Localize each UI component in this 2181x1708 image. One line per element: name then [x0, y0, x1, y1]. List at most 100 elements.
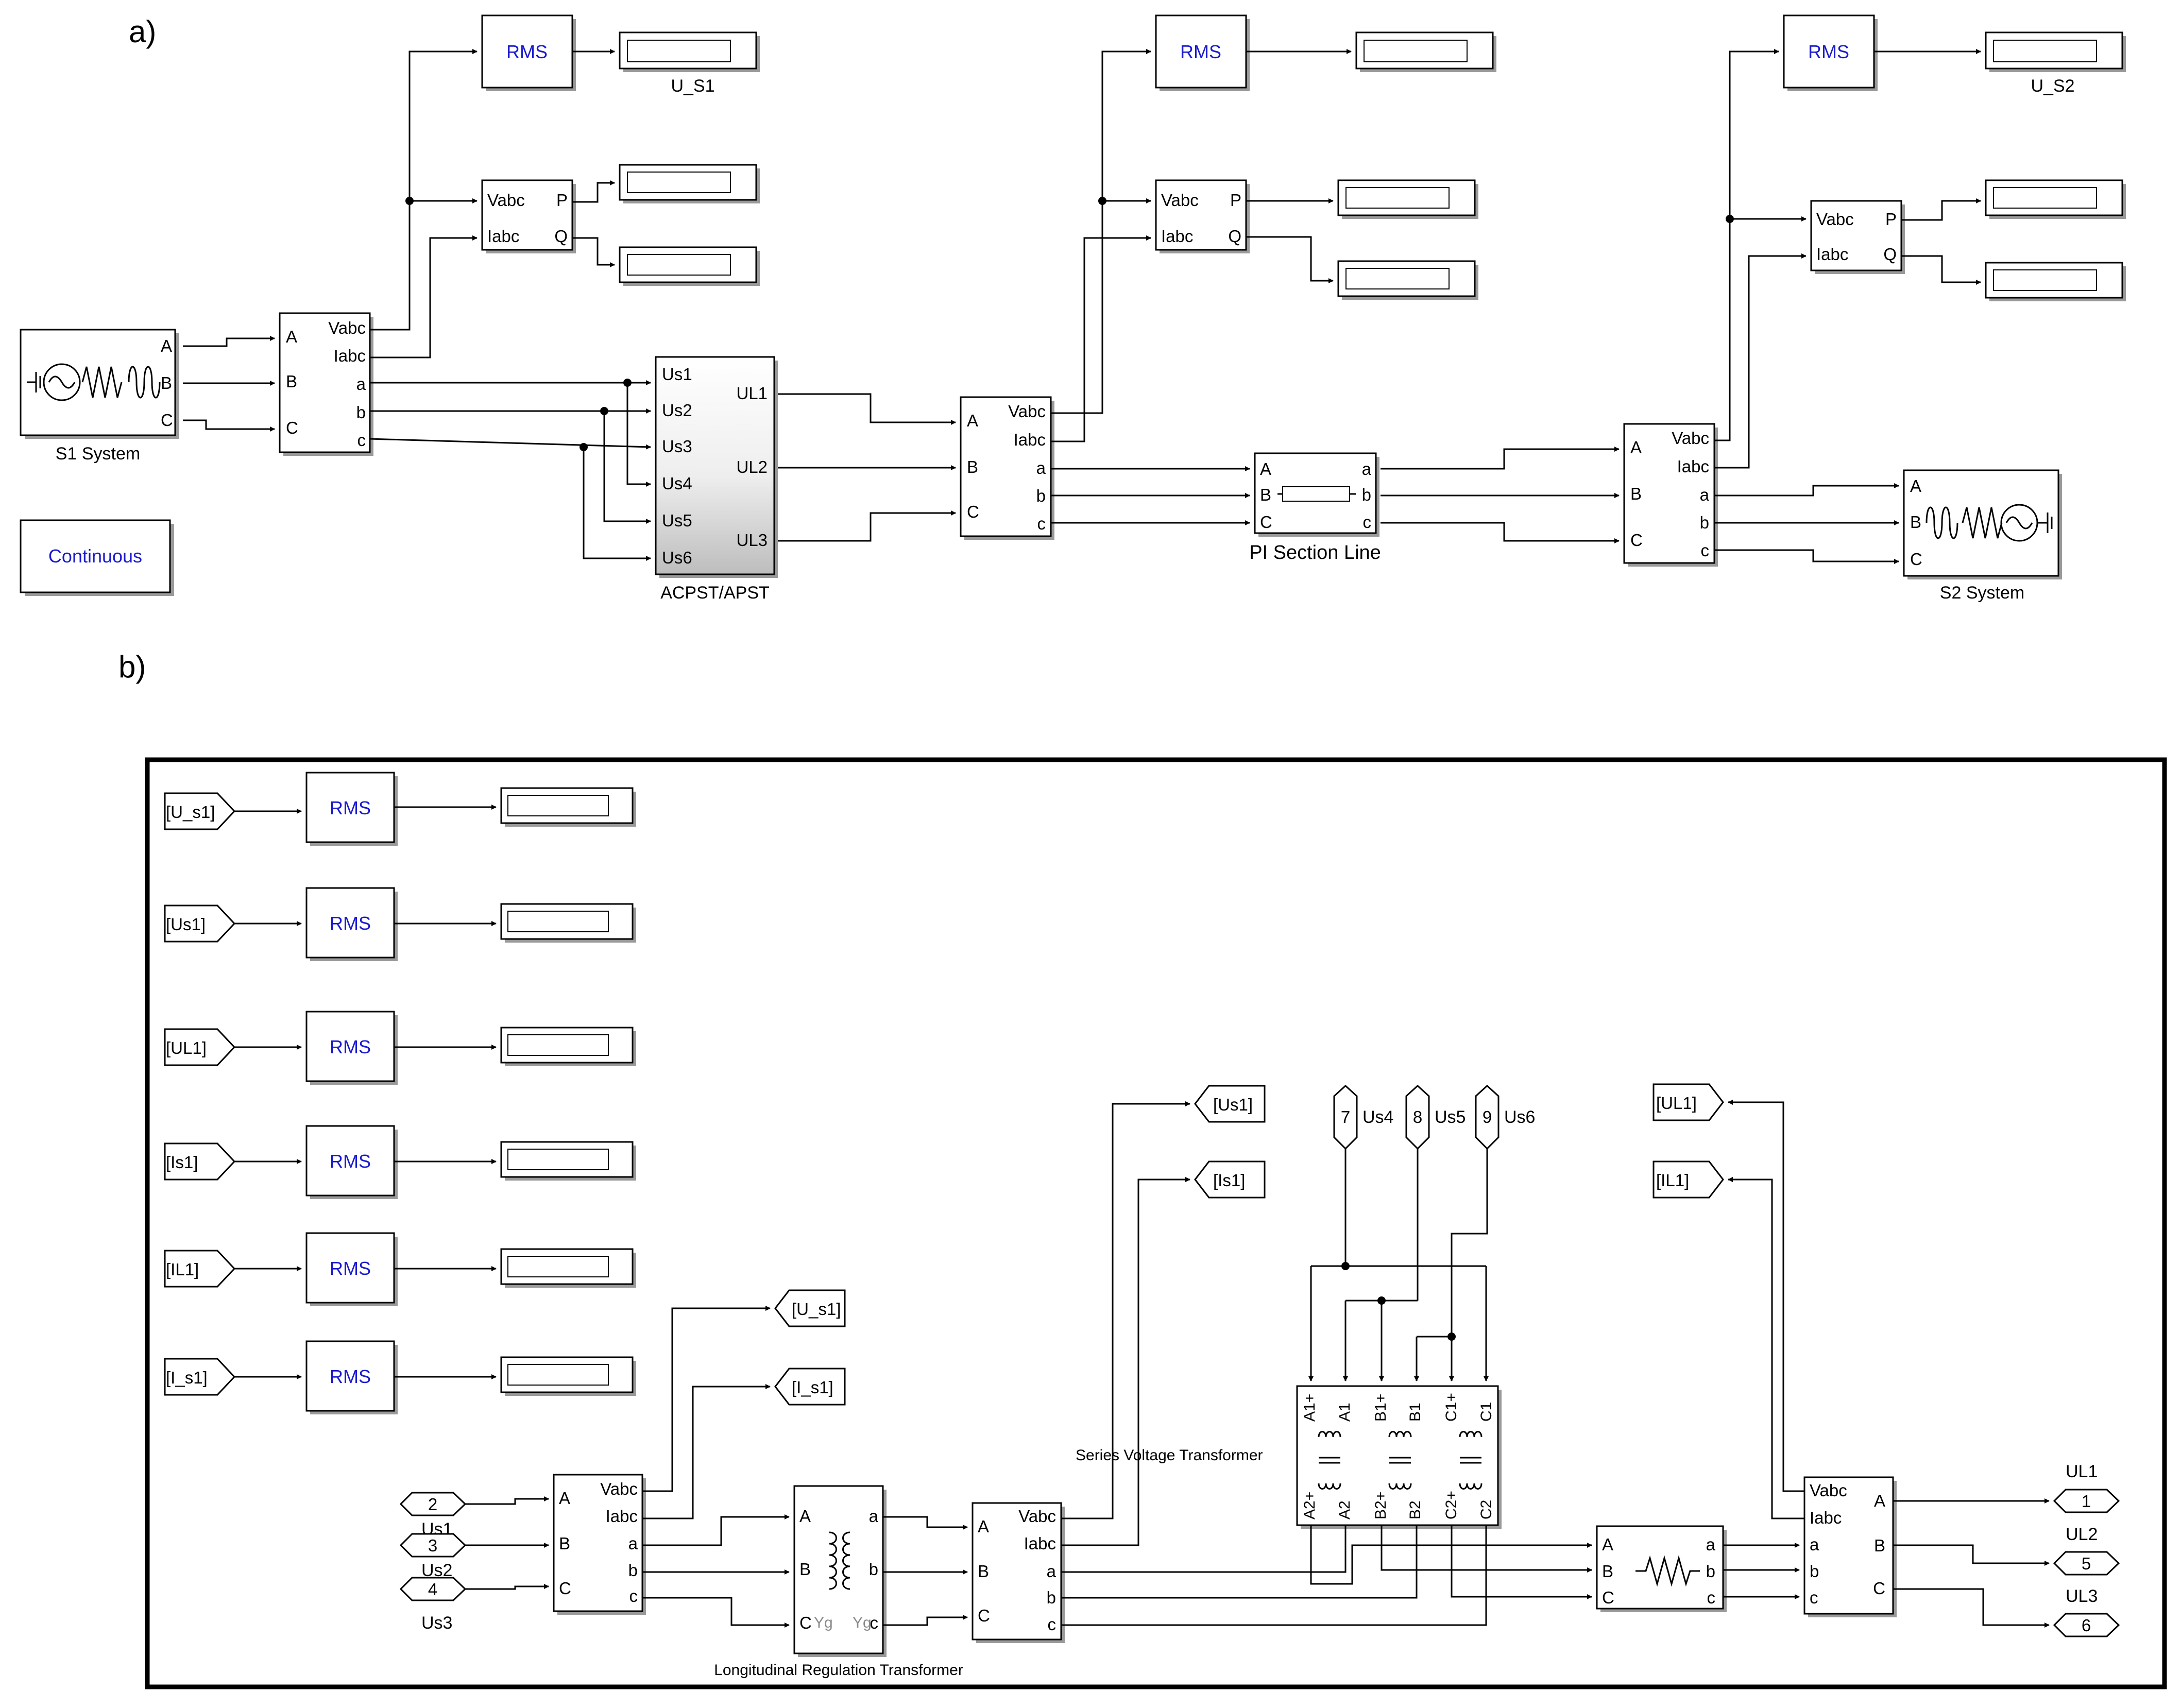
svg-text:[U_s1]: [U_s1]: [166, 802, 215, 822]
svg-text:b: b: [1706, 1562, 1715, 1581]
svg-text:UL3: UL3: [736, 531, 768, 550]
panel-a-tag: a): [129, 14, 156, 49]
outport-ul3-label: UL3: [2066, 1586, 2098, 1606]
inport-us4[interactable]: 7: [1333, 1084, 1358, 1150]
display-q-a1[interactable]: [619, 246, 760, 286]
svg-text:C: C: [1910, 550, 1922, 569]
outport-ul3[interactable]: 6: [2053, 1613, 2120, 1637]
from-tag-row-2[interactable]: [Us1]: [164, 904, 236, 943]
svg-text:a: a: [1047, 1562, 1057, 1581]
from-tag-row-1[interactable]: [U_s1]: [164, 792, 236, 830]
goto-il1[interactable]: [IL1]: [1652, 1160, 1724, 1199]
from-tag-row-5[interactable]: [IL1]: [164, 1250, 236, 1288]
longitudinal-transformer-block[interactable]: A B C a b c Yg Yg: [793, 1485, 887, 1657]
svg-text:Iabc: Iabc: [1677, 457, 1709, 476]
display-us2[interactable]: [1985, 31, 2126, 72]
svg-text:[Us1]: [Us1]: [1213, 1095, 1253, 1114]
svg-text:A: A: [1874, 1491, 1885, 1510]
svg-text:b: b: [628, 1561, 638, 1580]
svg-text:c: c: [1707, 1588, 1716, 1607]
from-tag-row-4[interactable]: [Is1]: [164, 1142, 236, 1181]
svg-text:Vabc: Vabc: [1810, 1481, 1847, 1500]
s2-system-block[interactable]: A B C: [1903, 469, 2062, 579]
goto-i-s1[interactable]: [I_s1]: [774, 1368, 846, 1406]
svg-text:6: 6: [2082, 1616, 2091, 1635]
svg-text:B: B: [1630, 484, 1642, 503]
rms-block-b1[interactable]: RMS: [305, 772, 398, 846]
svg-text:1: 1: [2082, 1492, 2091, 1511]
svg-text:Yg: Yg: [853, 1614, 872, 1631]
display-us1[interactable]: [619, 31, 760, 72]
display-q-a2[interactable]: [1337, 260, 1478, 300]
s1-system-block[interactable]: A B C: [20, 329, 179, 439]
rms-block-b6[interactable]: RMS: [305, 1340, 398, 1414]
solver-block[interactable]: Continuous: [20, 519, 174, 596]
measurement-block-3[interactable]: A B C Vabc Iabc a b c: [1623, 423, 1718, 567]
pq-block-a2[interactable]: Vabc Iabc P Q: [1155, 179, 1250, 253]
inport-us5[interactable]: 8: [1405, 1084, 1430, 1150]
measurement-block-b1[interactable]: A B C Vabc Iabc a b c: [553, 1474, 646, 1615]
svg-text:A: A: [286, 327, 297, 346]
svg-text:Vabc: Vabc: [487, 191, 525, 210]
display-b4[interactable]: [500, 1141, 636, 1181]
display-b5[interactable]: [500, 1248, 636, 1288]
rms-block-b2[interactable]: RMS: [305, 887, 398, 961]
svg-text:RMS: RMS: [330, 1036, 371, 1057]
series-transformer-block[interactable]: A1+ A1 B1+ B1 C1+ C1 A2+ A2 B2+ B2 C2+ C…: [1296, 1385, 1502, 1529]
goto-u-s1[interactable]: [U_s1]: [774, 1289, 846, 1327]
svg-text:B: B: [286, 372, 297, 391]
svg-text:2: 2: [428, 1495, 437, 1514]
display-p-a1[interactable]: [619, 164, 760, 203]
goto-us1[interactable]: [Us1]: [1194, 1085, 1266, 1123]
rms-block-b5[interactable]: RMS: [305, 1232, 398, 1306]
svg-text:P: P: [556, 191, 568, 210]
outport-ul1[interactable]: 1: [2053, 1489, 2120, 1513]
rms-block-b4[interactable]: RMS: [305, 1125, 398, 1199]
rms-block-b3[interactable]: RMS: [305, 1011, 398, 1085]
svg-text:RMS: RMS: [1808, 41, 1849, 62]
display-rms-a2[interactable]: [1355, 31, 1496, 72]
svg-text:Us5: Us5: [662, 511, 692, 530]
from-tag-row-3[interactable]: [UL1]: [164, 1028, 236, 1066]
svg-text:Iabc: Iabc: [1014, 430, 1046, 449]
display-b1[interactable]: [500, 787, 636, 827]
pq-block-a1[interactable]: Vabc Iabc P Q: [481, 179, 576, 253]
display-p-a3[interactable]: [1985, 179, 2126, 219]
pi-section-line-block[interactable]: A B C a b c: [1254, 452, 1379, 537]
svg-text:Iabc: Iabc: [1816, 245, 1848, 264]
measurement-block-1[interactable]: A B C Vabc Iabc a b c: [279, 312, 373, 456]
svg-text:[IL1]: [IL1]: [1656, 1171, 1689, 1190]
measurement-block-b3[interactable]: Vabc Iabc a b c A B C: [1803, 1476, 1897, 1617]
goto-ul1[interactable]: [UL1]: [1652, 1083, 1724, 1121]
svg-text:Vabc: Vabc: [1161, 191, 1199, 210]
svg-text:B: B: [799, 1560, 811, 1579]
series-transformer-label: Series Voltage Transformer: [1076, 1447, 1263, 1464]
inport-us2[interactable]: 3: [399, 1533, 467, 1558]
display-p-a2[interactable]: [1337, 179, 1478, 219]
rl-branch-block[interactable]: A B C a b c: [1596, 1525, 1727, 1612]
measurement-block-2[interactable]: A B C Vabc Iabc a b c: [960, 396, 1054, 540]
svg-text:a: a: [1706, 1535, 1716, 1554]
inport-us3[interactable]: 4: [399, 1577, 467, 1601]
acpst-block[interactable]: Us1 Us2 Us3 Us4 Us5 Us6 UL1 UL2 UL3: [655, 356, 778, 578]
pq-block-a3[interactable]: Vabc Iabc P Q: [1810, 200, 1905, 274]
svg-text:[I_s1]: [I_s1]: [166, 1368, 208, 1387]
display-b6[interactable]: [500, 1356, 636, 1396]
svg-text:[UL1]: [UL1]: [166, 1038, 207, 1057]
display-q-a3[interactable]: [1985, 262, 2126, 301]
outport-ul2[interactable]: 5: [2053, 1551, 2120, 1576]
inport-us1[interactable]: 2: [399, 1492, 467, 1516]
display-b3[interactable]: [500, 1027, 636, 1066]
inport-us6[interactable]: 9: [1475, 1084, 1500, 1150]
measurement-block-b2[interactable]: A B C Vabc Iabc a b c: [972, 1502, 1065, 1643]
display-b2[interactable]: [500, 903, 636, 943]
svg-text:RMS: RMS: [330, 797, 371, 818]
rms-block-a1[interactable]: RMS: [481, 14, 576, 91]
from-tag-row-6[interactable]: [I_s1]: [164, 1358, 236, 1396]
acpst-label: ACPST/APST: [660, 583, 770, 603]
svg-text:Vabc: Vabc: [1816, 210, 1854, 229]
svg-text:B1+: B1+: [1372, 1394, 1389, 1422]
goto-is1[interactable]: [Is1]: [1194, 1160, 1266, 1199]
rms-block-a3[interactable]: RMS: [1783, 14, 1878, 91]
rms-block-a2[interactable]: RMS: [1155, 14, 1250, 91]
